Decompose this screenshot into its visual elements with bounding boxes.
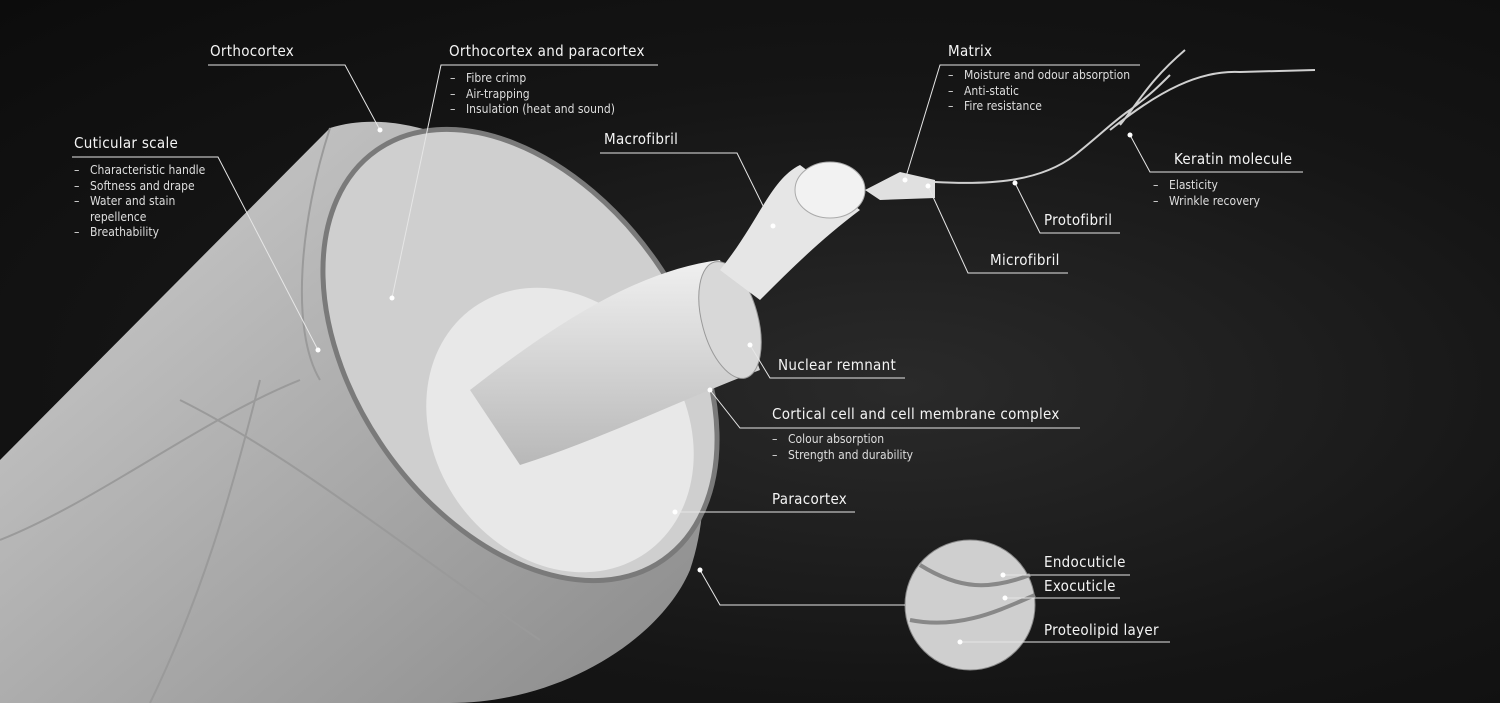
list-item: Elasticity	[1153, 178, 1260, 194]
label-cortical-cell: Cortical cell and cell membrane complex	[772, 405, 1060, 423]
list-item: Water and stain	[74, 194, 205, 210]
list-item: Softness and drape	[74, 179, 205, 195]
list-item-text: repellence	[90, 209, 147, 224]
keratin-strands	[934, 49, 1316, 184]
label-nuclear-remnant: Nuclear remnant	[778, 356, 897, 374]
label-exocuticle: Exocuticle	[1044, 577, 1116, 595]
cuticular-scale-list: Characteristic handle Softness and drape…	[74, 163, 205, 241]
protofibril-shape	[865, 172, 935, 200]
list-item: Characteristic handle	[74, 163, 205, 179]
label-matrix: Matrix	[948, 42, 993, 60]
list-item: Fibre crimp	[450, 71, 615, 87]
label-proteolipid-layer: Proteolipid layer	[1044, 621, 1159, 639]
leader-lines	[72, 64, 1303, 643]
label-keratin-molecule: Keratin molecule	[1174, 150, 1293, 168]
macrofibril-shape	[470, 260, 760, 465]
list-item-continued: repellence	[74, 210, 205, 226]
label-endocuticle: Endocuticle	[1044, 553, 1126, 571]
list-item: Wrinkle recovery	[1153, 194, 1260, 210]
list-item: Moisture and odour absorption	[948, 68, 1130, 84]
cortical-cell-list: Colour absorption Strength and durabilit…	[772, 432, 913, 463]
list-item: Anti-static	[948, 84, 1130, 100]
label-macrofibril: Macrofibril	[604, 130, 679, 148]
list-item: Fire resistance	[948, 99, 1130, 115]
label-paracortex: Paracortex	[772, 490, 848, 508]
label-orthocortex: Orthocortex	[210, 42, 295, 60]
label-microfibril: Microfibril	[990, 251, 1060, 269]
label-protofibril: Protofibril	[1044, 211, 1113, 229]
list-item: Air-trapping	[450, 87, 615, 103]
matrix-list: Moisture and odour absorption Anti-stati…	[948, 68, 1130, 115]
leader-dots	[315, 127, 1133, 645]
list-item: Breathability	[74, 225, 205, 241]
list-item: Insulation (heat and sound)	[450, 102, 615, 118]
label-cuticular-scale: Cuticular scale	[74, 134, 179, 152]
label-ortho-para: Orthocortex and paracortex	[449, 42, 645, 60]
list-item: Strength and durability	[772, 448, 913, 464]
list-item: Colour absorption	[772, 432, 913, 448]
macrofibril-end	[698, 261, 762, 379]
ortho-para-list: Fibre crimp Air-trapping Insulation (hea…	[450, 71, 615, 118]
cuticle-scale-edges	[0, 127, 541, 703]
keratin-list: Elasticity Wrinkle recovery	[1153, 178, 1260, 209]
